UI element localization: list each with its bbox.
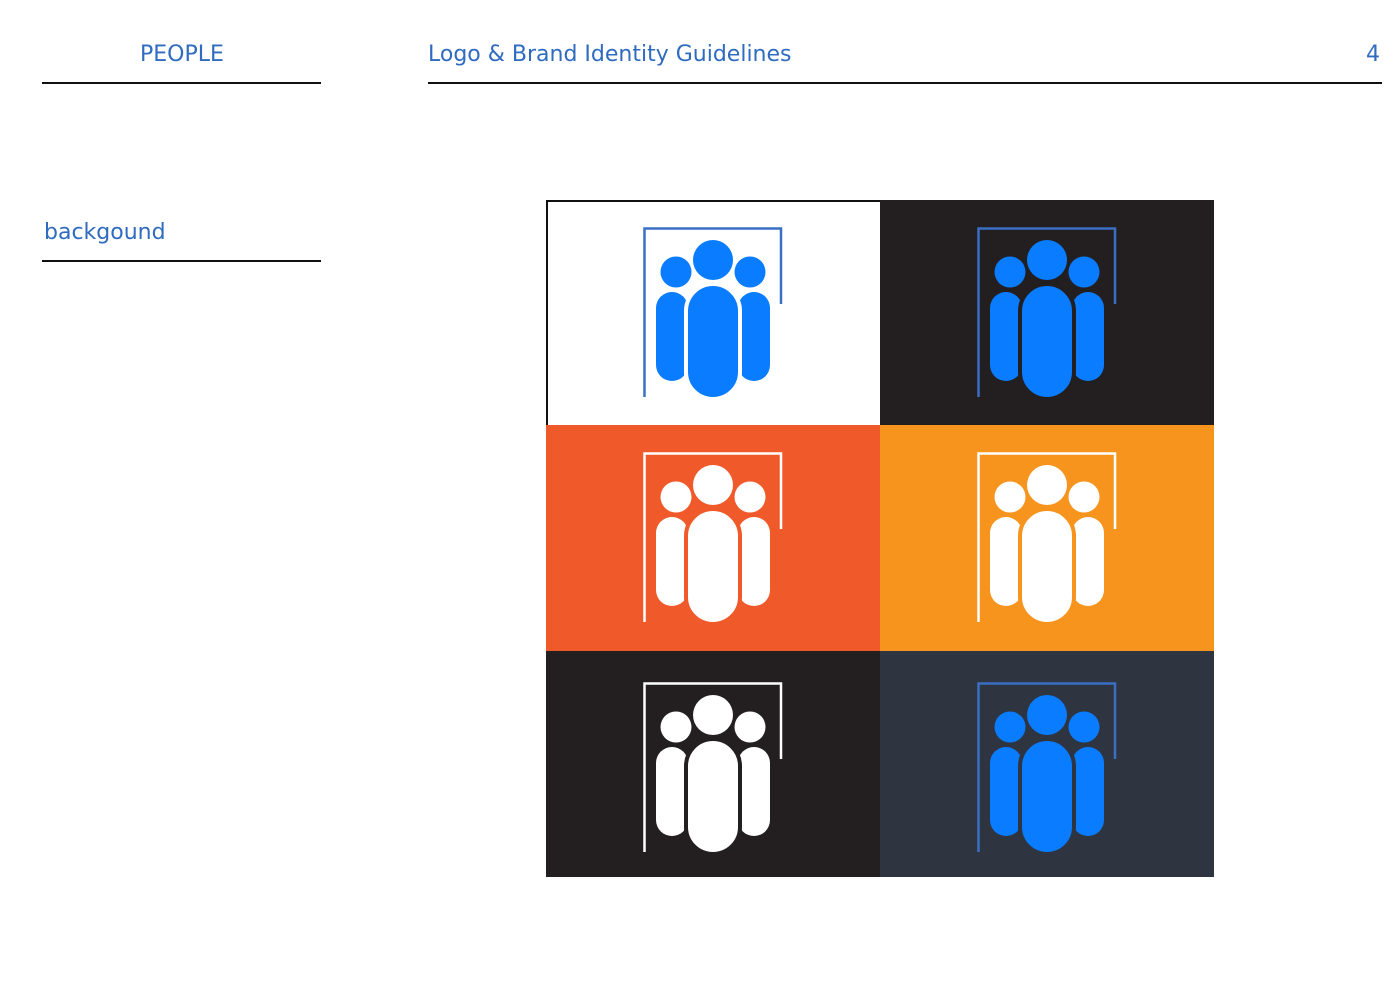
section-title: PEOPLE <box>140 42 224 67</box>
logo-variant-cell <box>880 651 1214 877</box>
logo-variant-cell <box>546 425 880 651</box>
people-logo-icon <box>977 227 1117 401</box>
logo-variant-cell <box>880 425 1214 651</box>
page-number: 4 <box>1366 42 1380 67</box>
logo-background-grid <box>546 200 1214 877</box>
document-title: Logo & Brand Identity Guidelines <box>428 42 792 67</box>
people-logo-icon <box>643 452 783 626</box>
logo-variant-cell <box>546 651 880 877</box>
logo-variant-cell <box>546 200 880 425</box>
people-logo-icon <box>977 682 1117 856</box>
section-divider <box>42 82 321 84</box>
people-logo-icon <box>977 452 1117 626</box>
people-logo-icon <box>643 682 783 856</box>
logo-variant-cell <box>880 200 1214 425</box>
header-divider <box>428 82 1382 84</box>
subsection-divider <box>42 260 321 262</box>
subsection-title: backgound <box>44 220 166 245</box>
people-logo-icon <box>643 227 783 401</box>
